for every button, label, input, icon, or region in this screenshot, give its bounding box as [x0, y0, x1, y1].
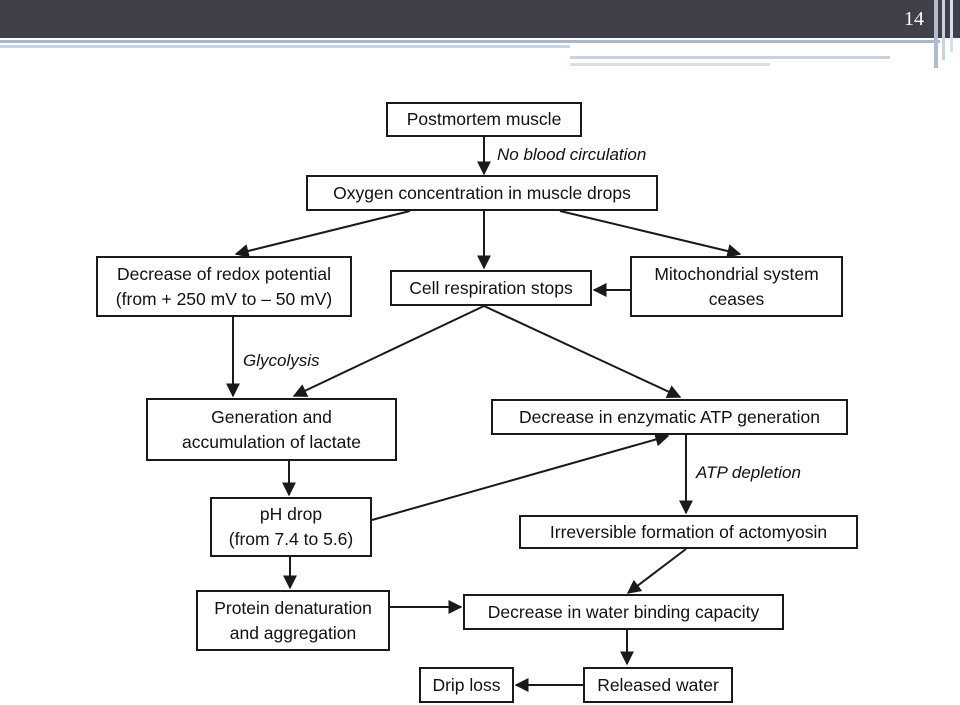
node-label: Decrease in water binding capacity	[487, 601, 760, 622]
edge-label-glycolysis: Glycolysis	[243, 351, 320, 370]
node-label: Drip loss	[432, 674, 501, 695]
node-cell-respiration-stops: Cell respiration stops	[390, 270, 592, 306]
arrow-ph-to-atp	[371, 432, 670, 521]
node-released-water: Released water	[583, 667, 733, 703]
node-label: (from 7.4 to 5.6)	[228, 529, 354, 549]
node-label: accumulation of lactate	[182, 431, 361, 452]
node-label: Irreversible formation of actomyosin	[549, 521, 828, 542]
node-mitochondrial-system: Mitochondrial system ceases	[630, 256, 843, 317]
node-protein-denaturation: Protein denaturation and aggregation	[196, 590, 390, 651]
node-label: Generation and	[211, 406, 332, 427]
header-corner-decoration	[942, 0, 945, 60]
header-stripe-decoration	[0, 45, 570, 48]
slide-header-bar: 14	[0, 0, 960, 38]
slide-number: 14	[904, 8, 924, 30]
node-label: ceases	[708, 288, 765, 309]
node-label: (from + 250 mV to – 50 mV)	[115, 288, 333, 309]
arrow-respiration-to-atp	[483, 305, 682, 399]
edge-label-atp-depletion: ATP depletion	[696, 463, 801, 482]
node-label: Oxygen concentration in muscle drops	[333, 182, 631, 203]
header-corner-decoration	[934, 0, 938, 68]
node-label: Decrease of redox potential	[116, 263, 332, 284]
node-label: Decrease in enzymatic ATP generation	[519, 406, 820, 427]
node-label: Protein denaturation	[214, 597, 372, 618]
node-lactate-accumulation: Generation and accumulation of lactate	[146, 398, 397, 461]
node-ph-drop: pH drop (from 7.4 to 5.6)	[210, 497, 372, 557]
header-stripe-decoration	[570, 63, 770, 66]
node-water-binding-capacity: Decrease in water binding capacity	[463, 594, 784, 630]
arrow-oxygen-to-redox	[234, 210, 411, 258]
header-stripe-decoration	[570, 56, 890, 59]
node-drip-loss: Drip loss	[419, 667, 514, 703]
arrow-oxygen-to-mitochondrial	[559, 210, 742, 258]
node-label: Postmortem muscle	[406, 109, 562, 129]
node-postmortem-muscle: Postmortem muscle	[386, 102, 582, 137]
node-label: pH drop	[259, 504, 323, 524]
edge-label-no-blood-circulation: No blood circulation	[497, 145, 647, 164]
node-label: Cell respiration stops	[409, 277, 573, 298]
node-label: Mitochondrial system	[654, 263, 819, 284]
arrow-actomyosin-to-water	[626, 548, 687, 594]
header-corner-decoration	[950, 0, 953, 52]
node-atp-generation-decrease: Decrease in enzymatic ATP generation	[491, 399, 848, 435]
node-actomyosin-formation: Irreversible formation of actomyosin	[519, 515, 858, 549]
node-label: and aggregation	[229, 622, 357, 643]
node-label: Released water	[597, 674, 719, 695]
header-stripe-decoration	[0, 40, 940, 43]
node-redox-potential: Decrease of redox potential (from + 250 …	[96, 256, 352, 317]
arrow-respiration-to-lactate	[292, 305, 485, 397]
node-oxygen-concentration: Oxygen concentration in muscle drops	[306, 175, 658, 211]
